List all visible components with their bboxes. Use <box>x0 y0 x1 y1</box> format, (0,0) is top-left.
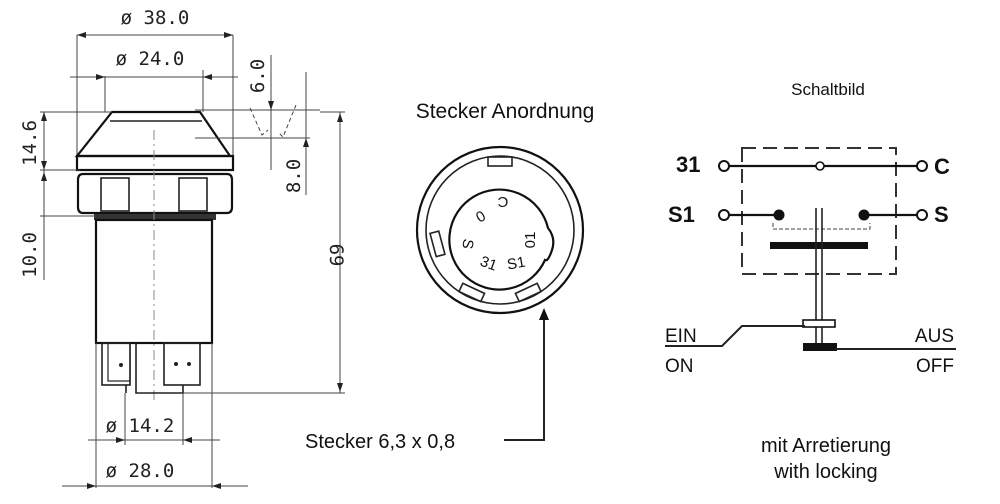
dim-outer-diameter: ø 38.0 <box>121 7 190 29</box>
schematic-title: Schaltbild <box>791 80 865 99</box>
terminal-c-label: C <box>934 154 950 179</box>
pin-label-c: C <box>497 193 508 210</box>
connector-title: Stecker Anordnung <box>416 100 595 123</box>
connector-callout: Stecker 6,3 x 0,8 <box>305 431 455 453</box>
terminal-s1-label: S1 <box>668 202 695 227</box>
pin-label-s1: S1 <box>506 254 527 274</box>
on-label-en: ON <box>665 356 694 377</box>
terminal-s-label: S <box>934 202 949 227</box>
terminal-31-label: 31 <box>676 152 700 177</box>
pin-label-0: 0 <box>472 206 488 225</box>
off-label-de: AUS <box>915 326 954 347</box>
pin-label-01: 01 <box>522 232 539 249</box>
dim-body-diameter: ø 28.0 <box>106 460 175 482</box>
pin-label-s: S <box>458 237 476 250</box>
dim-cap-height: 14.6 <box>19 120 41 166</box>
dim-stroke-bottom: 8.0 <box>283 159 305 193</box>
locking-note-de: mit Arretierung <box>761 435 891 457</box>
dim-cap-diameter: ø 24.0 <box>116 48 185 70</box>
on-label-de: EIN <box>665 326 697 347</box>
dim-nut-to-body: 10.0 <box>19 232 41 278</box>
pin-label-31: 31 <box>478 253 499 275</box>
dim-total-length: 69 <box>325 244 347 267</box>
locking-note-en: with locking <box>773 461 877 483</box>
schematic: Schaltbild 31 S1 C S EIN ON AUS OFF mit <box>665 80 956 483</box>
dim-stroke-top: 6.0 <box>247 59 269 93</box>
side-view: ø 38.0 ø 24.0 <box>19 7 347 489</box>
connector-view: Stecker Anordnung C 0 S 31 S1 01 Stecker… <box>305 100 594 453</box>
dim-terminal-spacing: ø 14.2 <box>106 415 175 437</box>
off-label-en: OFF <box>916 356 954 377</box>
